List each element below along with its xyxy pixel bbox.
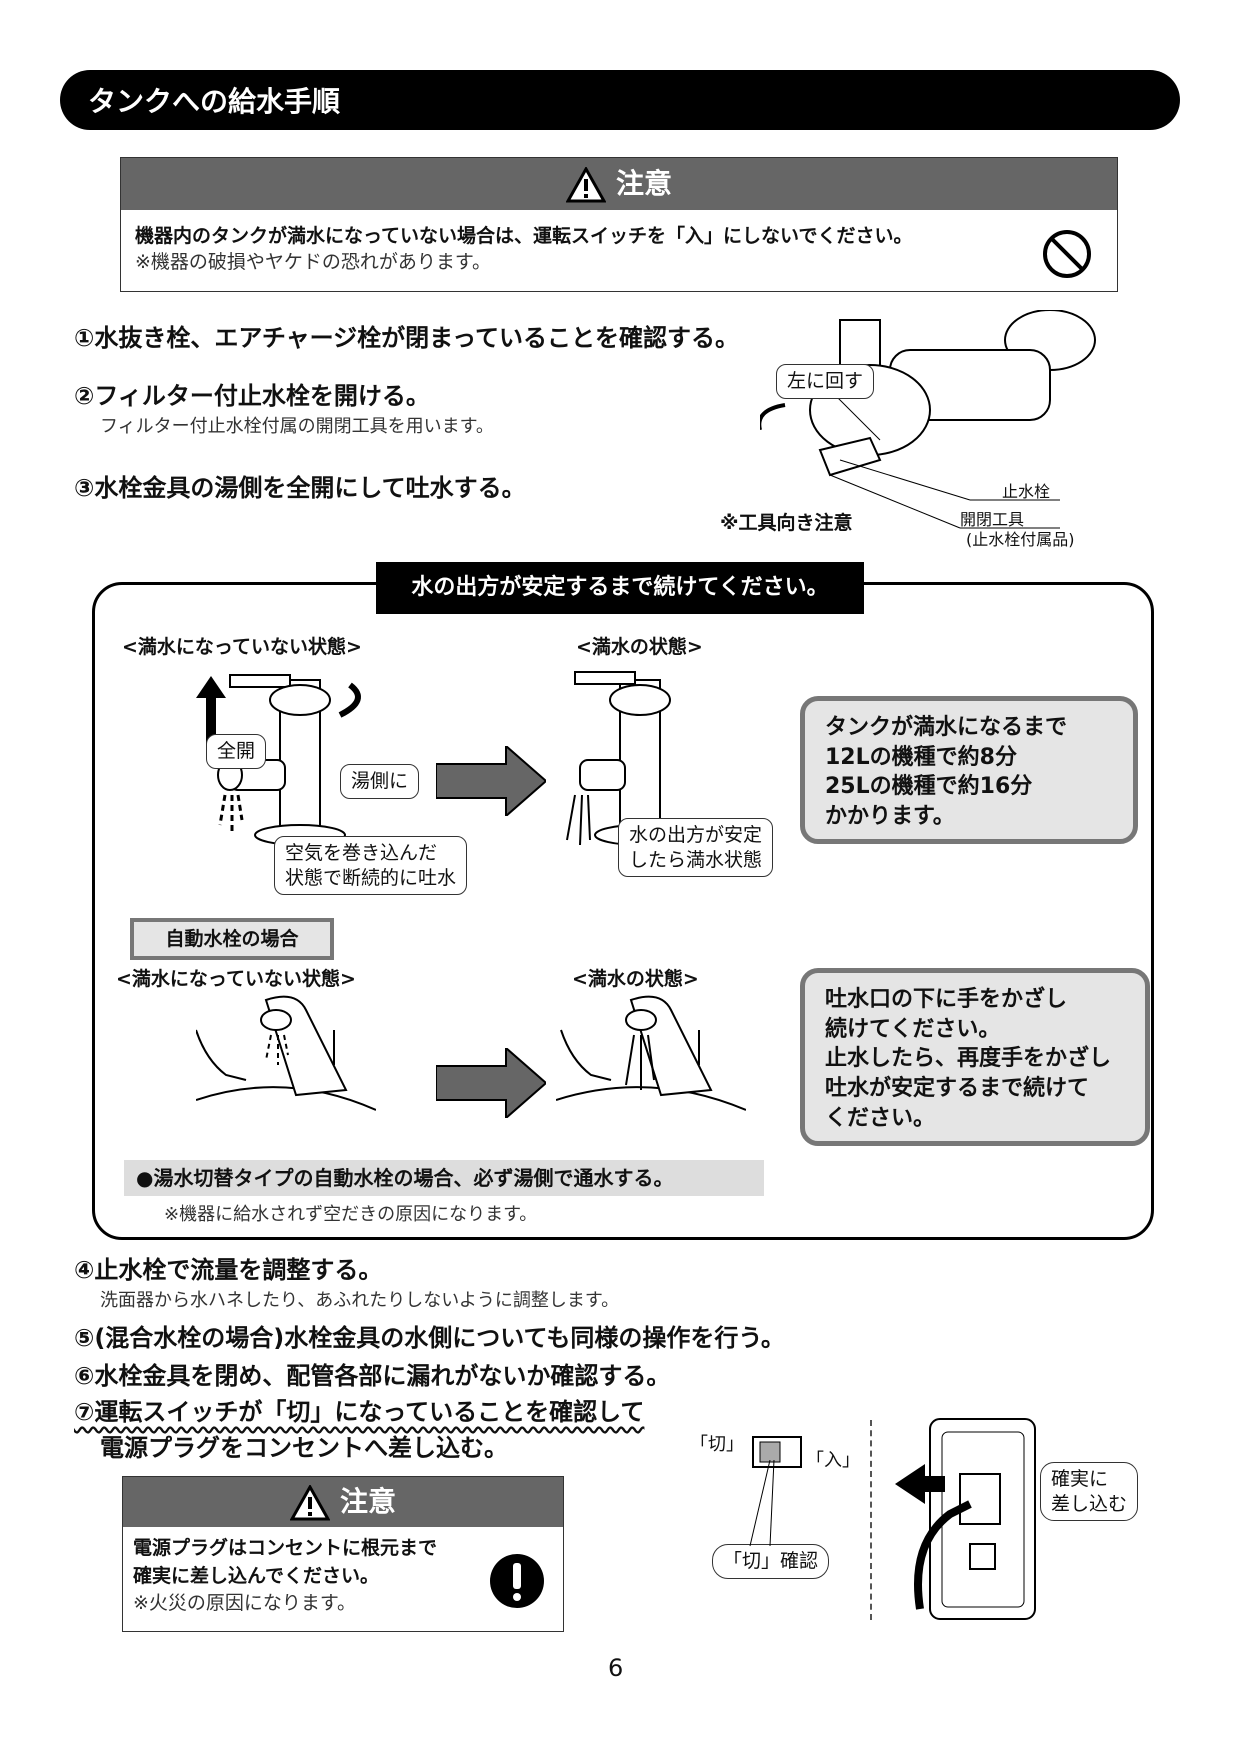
label-tool: 開閉工具: [960, 510, 1025, 529]
prohibited-icon: [1043, 230, 1091, 278]
step-2: ②フィルター付止水栓を開ける。: [74, 382, 430, 410]
callout-stable: 水の出方が安定 したら満水状態: [618, 818, 774, 878]
callout-plug: 確実に 差し込む: [1040, 1462, 1139, 1522]
caution2-line1: 電源プラグはコンセントに根元まで: [133, 1537, 438, 1559]
caution-text-2: 電源プラグはコンセントに根元まで 確実に差し込んでください。 ※火災の原因になり…: [133, 1535, 437, 1618]
label-hot: 湯側に: [340, 764, 420, 799]
panel-title: 水の出方が安定するまで続けてください。: [376, 562, 864, 614]
callout-plug-line2: 差し込む: [1051, 1492, 1128, 1515]
caution-label: 注意: [615, 167, 672, 200]
state-full-label-2: <満水の状態>: [572, 968, 699, 990]
arrow-right-icon-2: [436, 1048, 546, 1118]
warning-icon-2: [289, 1485, 330, 1521]
switch-icon: [752, 1436, 802, 1468]
step-1: ①水抜き栓、エアチャージ栓が閉まっていることを確認する。: [74, 324, 739, 352]
switch-on-label: 「入」: [806, 1450, 860, 1471]
mandatory-icon: [490, 1554, 544, 1608]
caution2-line2: 確実に差し込んでください。: [133, 1564, 380, 1587]
info1-line1: タンクが満水になるまで: [825, 715, 1068, 740]
section-title: タンクへの給水手順: [88, 85, 341, 118]
confirm-leader: [749, 1460, 775, 1547]
label-open: 全開: [206, 734, 267, 769]
caution-label-2: 注意: [339, 1485, 396, 1518]
info2-line1: 吐水口の下に手をかざし: [825, 987, 1068, 1012]
caution-line2: ※機器の破損やヤケドの恐れがあります。: [135, 250, 492, 273]
state-not-full-label: <満水になっていない状態>: [122, 636, 362, 658]
info1-line3: 25Lの機種で約16分: [825, 774, 1033, 800]
step-4: ④止水栓で流量を調整する。: [74, 1256, 383, 1284]
note-bold: ●湯水切替タイプの自動水栓の場合、必ず湯側で通水する。: [124, 1160, 764, 1196]
arrow-right-icon: [436, 746, 546, 816]
warning-icon: [565, 167, 606, 203]
caution-header: 注意: [121, 158, 1117, 210]
switch-off-label: 「切」: [690, 1434, 744, 1455]
callout-plug-line1: 確実に: [1051, 1468, 1109, 1490]
figure-divider: [870, 1420, 872, 1620]
step-3: ③水栓金具の湯側を全開にして吐水する。: [74, 474, 526, 502]
auto-faucet-illustration: [196, 995, 376, 1111]
page-number: 6: [608, 1654, 624, 1682]
tool-note: ※工具向き注意: [720, 512, 853, 534]
caution-box: 注意 機器内のタンクが満水になっていない場合は、運転スイッチを「入」にしないでく…: [120, 157, 1118, 292]
caution2-line3: ※火災の原因になります。: [133, 1592, 357, 1615]
callout-confirm: 「切」確認: [712, 1544, 830, 1579]
arrow-up-icon: [196, 676, 226, 746]
info2-line2: 続けてください。: [825, 1016, 1001, 1042]
info-box-fill-time: タンクが満水になるまで 12Lの機種で約8分 25Lの機種で約16分 かかります…: [800, 696, 1138, 844]
state-not-full-label-2: <満水になっていない状態>: [116, 968, 356, 990]
caution-line1: 機器内のタンクが満水になっていない場合は、運転スイッチを「入」にしないでください…: [135, 225, 913, 247]
note-sub: ※機器に給水されず空だきの原因になります。: [164, 1204, 538, 1225]
caution-text: 機器内のタンクが満水になっていない場合は、運転スイッチを「入」にしないでください…: [135, 224, 912, 275]
callout-air-line2: 状態で断続的に吐水: [285, 866, 457, 889]
outlet-illustration: [895, 1418, 1036, 1620]
auto-faucet-label: 自動水栓の場合: [130, 918, 334, 960]
step-5: ⑤(混合水栓の場合)水栓金具の水側についても同様の操作を行う。: [74, 1324, 785, 1352]
label-tool-sub: (止水栓付属品): [966, 530, 1075, 549]
state-full-label: <満水の状態>: [576, 636, 703, 658]
step-7-line1: ⑦運転スイッチが「切」になっていることを確認して: [74, 1398, 645, 1426]
callout-air: 空気を巻き込んだ 状態で断続的に吐水: [274, 836, 468, 896]
caution-box-2: 注意 電源プラグはコンセントに根元まで 確実に差し込んでください。 ※火災の原因…: [122, 1476, 564, 1632]
callout-rotate: 左に回す: [776, 364, 875, 399]
info2-line4: 吐水が安定するまで続けて: [825, 1076, 1090, 1102]
callout-stable-line1: 水の出方が安定: [629, 824, 763, 846]
info-box-auto: 吐水口の下に手をかざし 続けてください。 止水したら、再度手をかざし 吐水が安定…: [800, 968, 1150, 1146]
step-7-line2: 電源プラグをコンセントへ差し込む。: [100, 1434, 508, 1462]
caution-header-2: 注意: [123, 1477, 563, 1527]
callout-air-line1: 空気を巻き込んだ: [285, 842, 438, 864]
callout-stable-line2: したら満水状態: [629, 848, 763, 871]
step-6: ⑥水栓金具を閉め、配管各部に漏れがないか確認する。: [74, 1362, 671, 1390]
step-2-sub: フィルター付止水栓付属の開閉工具を用います。: [100, 416, 494, 437]
auto-faucet-full-illustration: [556, 995, 746, 1111]
info2-line5: ください。: [825, 1105, 936, 1131]
label-valve: 止水栓: [1002, 482, 1051, 501]
info1-line4: かかります。: [825, 804, 955, 830]
step-4-sub: 洗面器から水ハネしたり、あふれたりしないように調整します。: [100, 1290, 620, 1311]
info2-line3: 止水したら、再度手をかざし: [825, 1046, 1112, 1072]
section-header: タンクへの給水手順: [60, 70, 1180, 130]
info1-line2: 12Lの機種で約8分: [825, 744, 1017, 770]
